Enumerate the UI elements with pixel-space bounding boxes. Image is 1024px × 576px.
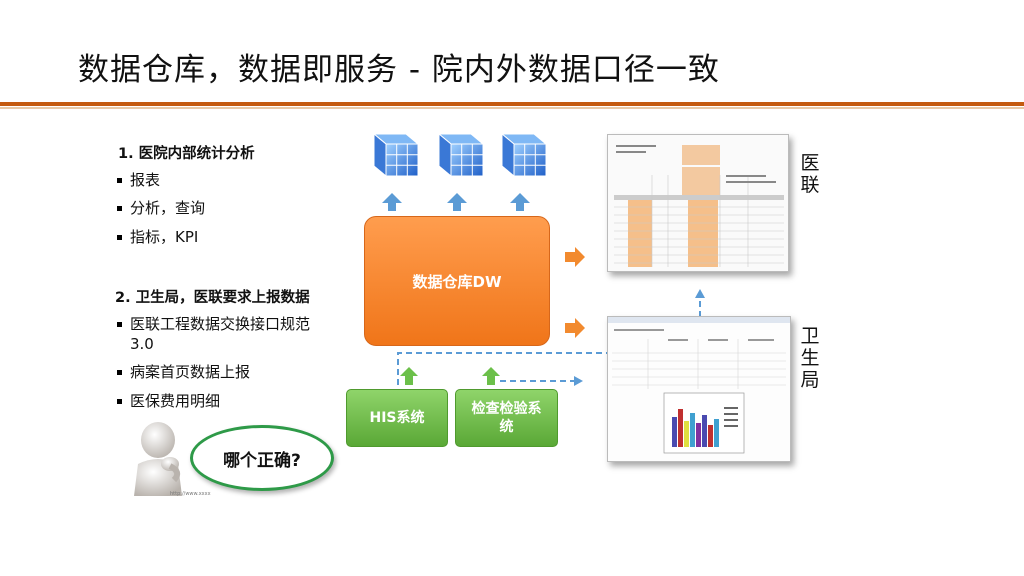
lab-system-box: 检查检验系 统	[455, 389, 558, 447]
his-system-label: HIS系统	[369, 410, 425, 426]
data-warehouse-box: 数据仓库DW	[364, 216, 550, 346]
section1-bullet: 分析，查询	[117, 198, 205, 219]
weishengju-char: 生	[800, 347, 820, 369]
spreadsheet-icon	[607, 134, 789, 272]
section2-bullet-continuation: 3.0	[117, 334, 154, 355]
thinking-person-icon	[134, 422, 182, 496]
title-divider	[0, 102, 1024, 106]
weishengju-char: 卫	[800, 325, 820, 347]
section2-bullet: 医联工程数据交换接口规范	[117, 314, 310, 335]
bullet-continuation-text: 3.0	[130, 335, 154, 353]
section1-bullet: 指标，KPI	[117, 227, 198, 248]
section2-bullet: 病案首页数据上报	[117, 362, 250, 383]
up-arrow-icon	[447, 193, 467, 211]
data-cube-icon	[437, 132, 485, 178]
section1-bullet: 报表	[117, 170, 160, 191]
up-arrow-icon	[382, 193, 402, 211]
yilian-char: 联	[800, 174, 820, 196]
data-warehouse-label: 数据仓库DW	[412, 272, 502, 291]
weishengju-char: 局	[800, 369, 820, 391]
page-title: 数据仓库，数据即服务 - 院内外数据口径一致	[78, 52, 720, 88]
report-chart-icon	[607, 316, 791, 462]
section1-heading: 1. 医院内部统计分析	[118, 146, 255, 162]
question-bubble: 哪个正确?	[190, 425, 334, 491]
title-divider-shadow	[0, 107, 1024, 109]
weishengju-label: 卫 生 局	[799, 325, 821, 391]
section2-bullet: 医保费用明细	[117, 391, 220, 412]
lab-system-label-line2: 统	[499, 419, 514, 435]
data-cube-icon	[500, 132, 548, 178]
yilian-label: 医 联	[799, 152, 821, 196]
right-arrow-icon	[565, 318, 585, 338]
section2-heading: 2. 卫生局，医联要求上报数据	[115, 290, 310, 306]
up-arrow-icon	[400, 367, 418, 385]
up-arrow-icon	[482, 367, 500, 385]
image-caption: http://www.xxxx	[170, 491, 211, 497]
data-cube-icon	[372, 132, 420, 178]
yilian-char: 医	[800, 152, 820, 174]
right-arrow-icon	[565, 247, 585, 267]
lab-system-label: 检查检验系	[471, 401, 542, 417]
his-system-box: HIS系统	[346, 389, 448, 447]
up-arrow-icon	[510, 193, 530, 211]
question-bubble-text: 哪个正确?	[223, 450, 301, 471]
